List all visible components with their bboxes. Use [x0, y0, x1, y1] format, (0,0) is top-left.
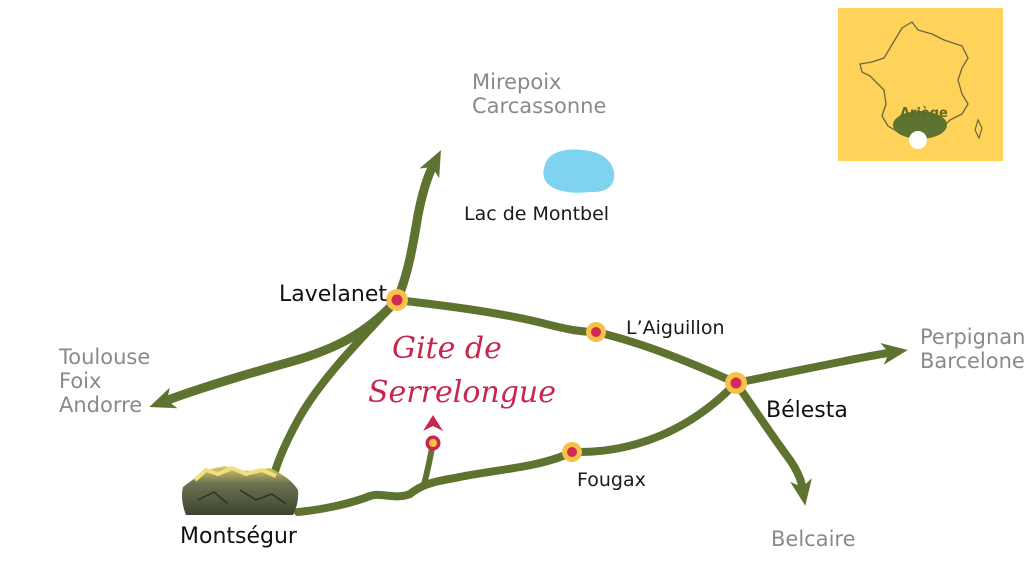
label-belesta: Bélesta — [766, 398, 848, 423]
road-belesta-east — [732, 343, 908, 387]
road-lavelanet-montsegur — [270, 296, 401, 479]
road-lavelanet-belesta — [393, 296, 740, 387]
road-belesta-fougax — [568, 379, 740, 456]
montsegur-rock — [182, 465, 299, 515]
road-lavelanet-north — [392, 150, 441, 305]
destination-perpignan: Perpignan — [920, 325, 1024, 349]
road-belesta-south — [732, 379, 812, 506]
destination-mirepoix: Mirepoix — [472, 70, 562, 94]
town-dot-lavelanet — [386, 289, 408, 311]
france-inset-map — [838, 8, 1003, 161]
destination-toulouse: Toulouse — [59, 345, 151, 369]
destination-north: Mirepoix Carcassonne — [472, 70, 606, 118]
inset-locator — [909, 131, 927, 149]
road-fougax-montsegur — [294, 448, 576, 516]
label-lac-de-montbel: Lac de Montbel — [464, 203, 610, 225]
town-dot-belesta — [725, 372, 747, 394]
gite-label-line1: Gite de — [392, 331, 502, 366]
label-laiguillon: L’Aiguillon — [626, 317, 725, 339]
road-lavelanet-west — [149, 295, 402, 409]
gite-label-line2: Serrelongue — [368, 375, 556, 410]
destination-carcassonne: Carcassonne — [472, 94, 607, 119]
destination-barcelone: Barcelone — [920, 349, 1024, 374]
town-dot-laiguillon — [586, 322, 606, 342]
destination-foix: Foix — [59, 369, 102, 394]
label-fougax: Fougax — [577, 469, 646, 491]
town-dot-fougax — [562, 442, 582, 462]
gite-marker — [423, 415, 443, 451]
destination-east: Perpignan Barcelone — [920, 325, 1024, 373]
label-lavelanet: Lavelanet — [279, 282, 387, 307]
lake-montbel — [543, 149, 615, 193]
label-montsegur: Montségur — [180, 524, 297, 549]
ariege-region — [893, 111, 947, 139]
destination-andorre: Andorre — [59, 393, 143, 418]
inset-region-label: Ariège — [900, 106, 948, 121]
destination-west: Toulouse Foix Andorre — [59, 345, 150, 417]
destination-belcaire: Belcaire — [771, 527, 856, 551]
